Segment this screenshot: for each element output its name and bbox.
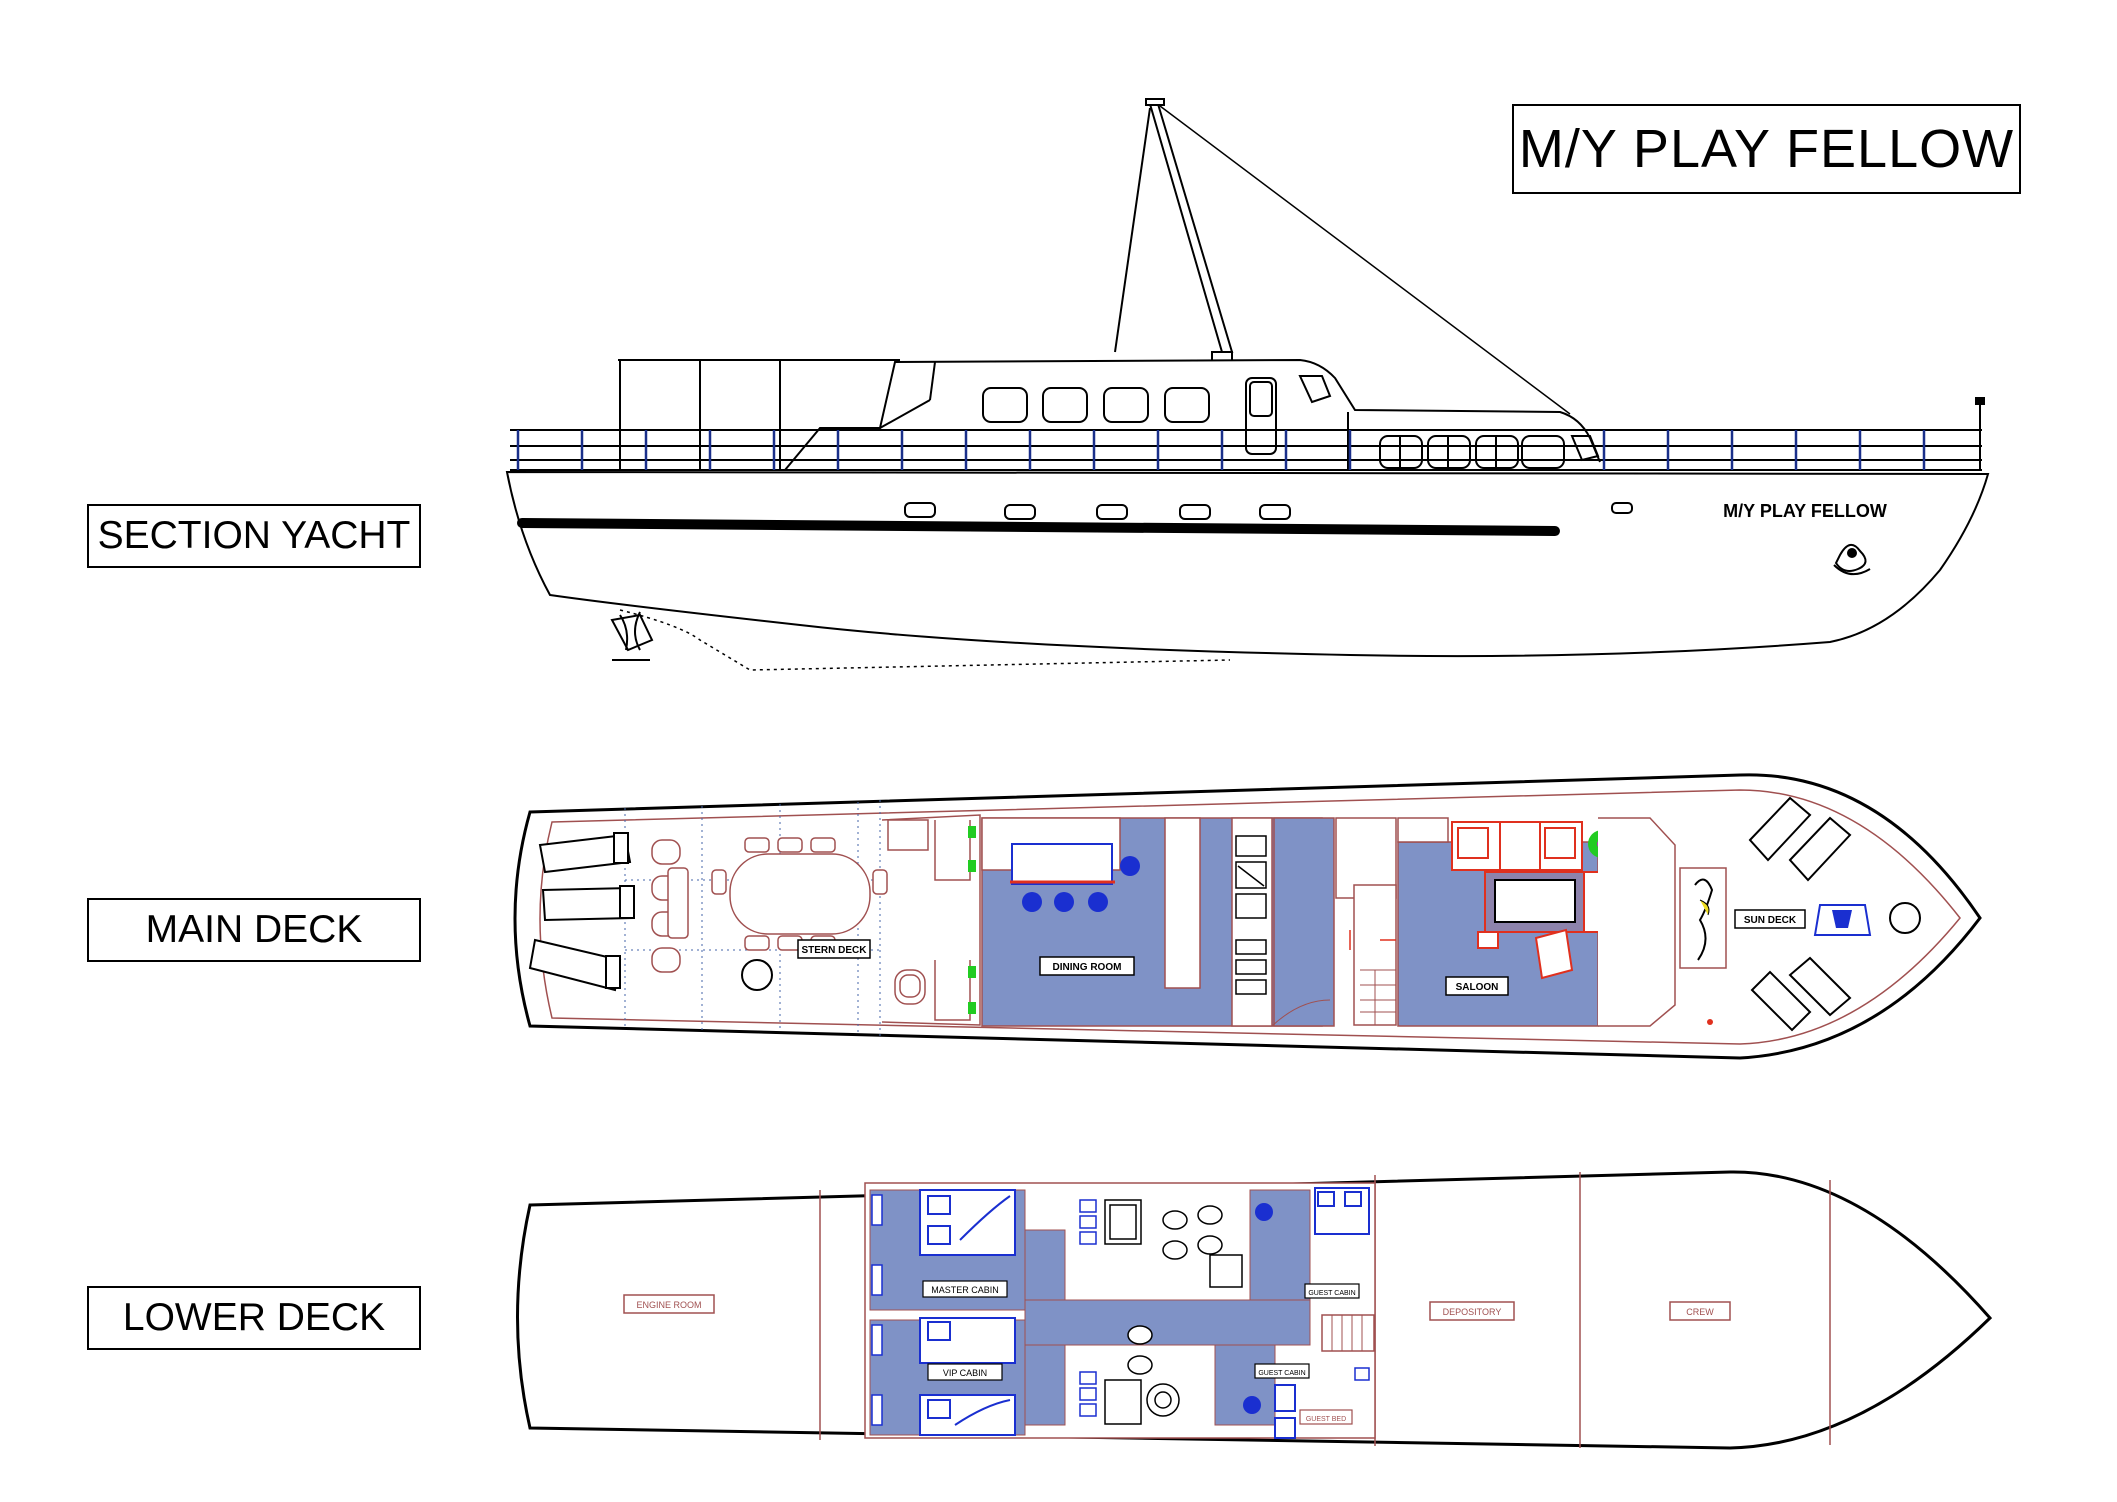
sheer-stripe: [517, 518, 1560, 536]
room-label-guest-cabin-1: GUEST CABIN: [1308, 1290, 1355, 1297]
room-label-stern-deck: STERN DECK: [801, 945, 867, 956]
room-label-dining-room: DINING ROOM: [1053, 962, 1122, 973]
room-label-guest-cabin-2: GUEST CABIN: [1258, 1370, 1305, 1377]
hatch: [741, 959, 773, 991]
hull-name: M/Y PLAY FELLOW: [1723, 501, 1887, 521]
window: [1164, 387, 1210, 423]
room-label-guest-bed: GUEST BED: [1306, 1416, 1346, 1423]
section-label-lower-deck: LOWER DECK: [87, 1286, 421, 1350]
room-label-crew: CREW: [1686, 1307, 1714, 1317]
mast: [1148, 103, 1234, 353]
lower-deck-plan: ENGINE ROOM DEPOSITORY CREW: [516, 1170, 1993, 1450]
window: [982, 387, 1028, 423]
mast-stay: [1114, 107, 1151, 353]
propeller: [610, 613, 654, 652]
room-label-sun-deck: SUN DECK: [1744, 915, 1797, 926]
door: [1245, 377, 1277, 455]
main-deck-plan: STERN DECK DINING ROOM: [513, 773, 1982, 1060]
room-label-saloon: SALOON: [1456, 982, 1499, 993]
section-label-main-deck: MAIN DECK: [87, 898, 421, 962]
section-label-section-yacht: SECTION YACHT: [87, 504, 421, 568]
room-label-vip-cabin: VIP CABIN: [943, 1368, 987, 1378]
room-label-engine-room: ENGINE ROOM: [636, 1300, 701, 1310]
side-elevation: [505, 98, 1990, 671]
hull: [505, 470, 1990, 658]
forestay: [1159, 105, 1571, 415]
anchor-hatch: [1889, 902, 1921, 934]
window: [1103, 387, 1149, 423]
room-label-master-cabin: MASTER CABIN: [931, 1285, 999, 1295]
window: [1042, 387, 1088, 423]
room-label-depository: DEPOSITORY: [1443, 1307, 1502, 1317]
logo-emblem: [1833, 544, 1871, 576]
superstructure: [784, 358, 1601, 471]
drawing-title: M/Y PLAY FELLOW: [1512, 104, 2021, 194]
